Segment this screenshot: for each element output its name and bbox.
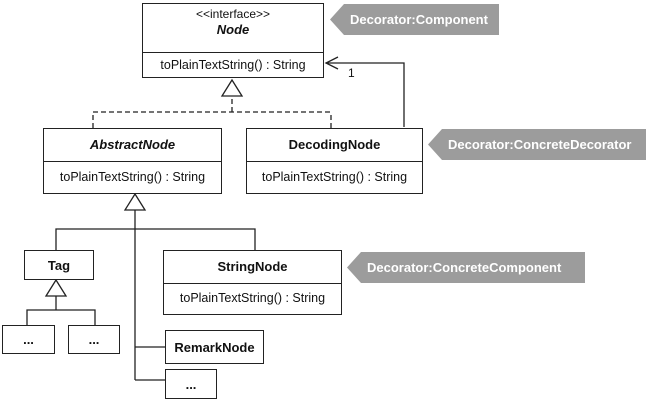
abstractnode-method: toPlainTextString() : String bbox=[59, 170, 206, 184]
role-tag-concrete-decorator: Decorator:ConcreteDecorator bbox=[428, 129, 646, 160]
stringnode-name: StringNode bbox=[164, 251, 341, 284]
other-subclass-name: ... bbox=[185, 376, 197, 392]
abstractnode-name: AbstractNode bbox=[44, 129, 221, 162]
generalization-arrowhead-tag bbox=[44, 278, 68, 297]
tag-class-box: Tag bbox=[24, 250, 94, 280]
decodingnode-method: toPlainTextString() : String bbox=[261, 170, 408, 184]
node-name: Node bbox=[216, 22, 250, 37]
association-line bbox=[326, 62, 405, 127]
tag-name: Tag bbox=[47, 257, 71, 273]
realization-arrowhead bbox=[220, 78, 244, 97]
tag-subclass-name-1: ... bbox=[23, 332, 34, 347]
role-tag-component: Decorator:Component bbox=[330, 4, 499, 35]
tag-subclass-name-2: ... bbox=[88, 332, 100, 347]
node-stereotype: <<interface>> bbox=[195, 7, 271, 21]
remarknode-name: RemarkNode bbox=[174, 339, 255, 355]
remarknode-class-box: RemarkNode bbox=[165, 330, 264, 364]
role-tag-concrete-component: Decorator:ConcreteComponent bbox=[347, 252, 585, 283]
decodingnode-class-box: DecodingNode toPlainTextString() : Strin… bbox=[246, 128, 423, 194]
decodingnode-name: DecodingNode bbox=[247, 129, 422, 162]
tag-subclass-box-1: ... bbox=[2, 325, 55, 354]
stringnode-class-box: StringNode toPlainTextString() : String bbox=[163, 250, 342, 315]
multiplicity-label: 1 bbox=[348, 66, 355, 80]
generalization-arrowhead-abstractnode bbox=[123, 192, 147, 211]
stringnode-method: toPlainTextString() : String bbox=[179, 291, 326, 305]
association-arrowhead bbox=[324, 56, 339, 70]
abstractnode-class-box: AbstractNode toPlainTextString() : Strin… bbox=[43, 128, 222, 194]
other-subclass-box: ... bbox=[165, 369, 217, 399]
node-method: toPlainTextString() : String bbox=[160, 58, 306, 72]
tag-subclass-box-2: ... bbox=[68, 325, 120, 354]
node-interface-box: <<interface>> Node toPlainTextString() :… bbox=[142, 3, 324, 78]
